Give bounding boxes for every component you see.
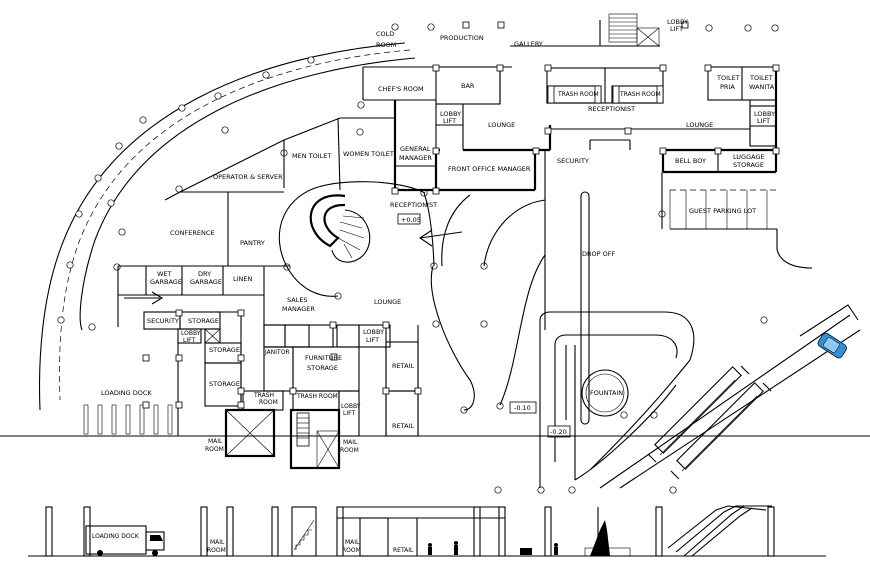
- label-lobby-lift-mid-2: LIFT: [443, 117, 456, 125]
- top-stair: [600, 13, 660, 47]
- label-elev-retail: RETAIL: [393, 547, 414, 554]
- label-lounge-right: LOUNGE: [686, 121, 713, 129]
- label-trash-room-b: TRASH ROOM: [619, 91, 661, 98]
- label-fountain: FOUNTAIN: [590, 389, 623, 397]
- label-dry-garbage-2: GARBAGE: [190, 278, 222, 286]
- label-wet-garbage: WET: [157, 270, 172, 278]
- label-security-left: SECURITY: [147, 317, 179, 325]
- label-luggage-storage-2: STORAGE: [733, 161, 764, 169]
- label-storage-low: STORAGE: [209, 380, 240, 388]
- label-women-toilet: WOMEN TOILET: [343, 150, 394, 158]
- label-mail-room-right-2: ROOM: [340, 447, 359, 454]
- room-labels: COLD ROOM PRODUCTION GALLERY LOBBY LIFT …: [92, 18, 775, 554]
- label-retail-upper: RETAIL: [392, 362, 414, 370]
- label-toilet-pria: TOILET: [716, 74, 740, 82]
- lobby-arc: [124, 181, 546, 411]
- label-chefs-room: CHEF'S ROOM: [378, 85, 424, 93]
- label-receptionist-top: RECEPTIONIST: [588, 105, 635, 113]
- label-storage-mid: STORAGE: [209, 346, 240, 354]
- label-furniture-storage: FURNITURE: [305, 354, 342, 362]
- label-elev-mail-room-a: MAIL: [210, 539, 225, 546]
- toilets-top-right: [707, 66, 777, 147]
- label-lounge-left: LOUNGE: [488, 121, 515, 129]
- center-service-block: [242, 324, 419, 437]
- road-edge: [799, 304, 859, 337]
- label-linen: LINEN: [233, 275, 253, 283]
- label-lobby-lift-right: LOBBY: [754, 110, 775, 118]
- label-toilet-wanita: TOILET: [749, 74, 773, 82]
- label-mail-room-left: MAIL: [208, 438, 223, 445]
- label-lounge-center: LOUNGE: [374, 298, 401, 306]
- label-lobby-lift-top-2: LIFT: [670, 25, 683, 33]
- label-pantry: PANTRY: [240, 239, 265, 247]
- label-janitor: JANITOR: [264, 349, 290, 356]
- label-lobby-lift-low-2: LIFT: [343, 410, 355, 417]
- label-lobby-lift-low: LOBBY: [341, 403, 361, 410]
- escalators: [647, 365, 772, 480]
- label-trash-room-left-2: ROOM: [259, 399, 278, 406]
- label-mail-room-right: MAIL: [343, 439, 358, 446]
- label-sales-manager: SALES: [287, 296, 308, 304]
- label-loading-dock: LOADING DOCK: [101, 389, 152, 397]
- label-lobby-lift-left: LOBBY: [181, 330, 201, 337]
- section-elevation: [0, 435, 870, 557]
- label-men-toilet: MEN TOILET: [292, 152, 331, 160]
- label-lobby-lift-center: LOBBY: [363, 328, 384, 336]
- label-bell-boy: BELL BOY: [675, 157, 706, 165]
- label-receptionist-center: RECEPTIONIST: [390, 201, 437, 209]
- label-operator-server: OPERATOR & SERVER: [213, 173, 283, 181]
- label-wet-garbage-2: GARBAGE: [150, 278, 182, 286]
- label-elev-mail-room-b: MAIL: [345, 539, 360, 546]
- service-wing-top: [362, 13, 660, 150]
- label-level-020: -0.20: [550, 428, 567, 436]
- label-conference: CONFERENCE: [170, 229, 215, 237]
- label-level-010: -0.10: [514, 404, 531, 412]
- label-furniture-storage-2: STORAGE: [307, 364, 338, 372]
- label-lobby-lift-center-2: LIFT: [366, 336, 379, 344]
- label-front-office-manager: FRONT OFFICE MANAGER: [448, 165, 531, 173]
- square-markers: [142, 21, 780, 409]
- label-trash-room-left: TRASH: [253, 392, 274, 399]
- office-wing-left: [117, 117, 395, 327]
- label-sales-manager-2: MANAGER: [282, 305, 315, 313]
- label-cold-room-2: ROOM: [376, 41, 396, 49]
- label-toilet-pria-2: PRIA: [720, 83, 735, 91]
- label-drop-off: DROP OFF: [582, 250, 615, 258]
- label-guest-parking-lot: GUEST PARKING LOT: [689, 207, 756, 215]
- label-dry-garbage: DRY: [198, 270, 211, 278]
- label-luggage-storage: LUGGAGE: [733, 153, 765, 161]
- level-markers: [509, 401, 571, 438]
- label-bar: BAR: [461, 82, 475, 90]
- bottom-lifts: [224, 408, 341, 470]
- label-elev-mail-room-a-2: ROOM: [207, 547, 226, 554]
- label-elev-mail-room-b-2: ROOM: [342, 547, 361, 554]
- fountain: [581, 369, 629, 417]
- label-lobby-lift-right-2: LIFT: [757, 117, 770, 125]
- label-retail-lower: RETAIL: [392, 422, 414, 430]
- label-lobby-lift-mid: LOBBY: [440, 110, 461, 118]
- label-storage-top: STORAGE: [188, 317, 219, 325]
- label-mail-room-left-2: ROOM: [205, 446, 224, 453]
- label-lobby-lift-left-2: LIFT: [183, 337, 195, 344]
- label-production: PRODUCTION: [440, 34, 484, 42]
- label-cold-room: COLD: [376, 30, 394, 38]
- bollards: [83, 404, 173, 435]
- trash-rooms-top: [546, 67, 664, 104]
- car-icon: [817, 332, 847, 359]
- label-trash-room-center: TRASH ROOM: [296, 393, 338, 400]
- label-level-005: +0.05: [401, 216, 421, 224]
- label-gallery: GALLERY: [514, 40, 543, 48]
- label-toilet-wanita-2: WANITA: [749, 83, 775, 91]
- label-security-top: SECURITY: [557, 157, 589, 165]
- label-lobby-lift-top: LOBBY: [667, 18, 688, 26]
- label-general-manager-2: MANAGER: [399, 154, 432, 162]
- label-general-manager: GENERAL: [400, 145, 431, 153]
- label-elev-loading-dock: LOADING DOCK: [92, 533, 140, 540]
- drop-off-drive: [539, 140, 861, 489]
- reception-spiral-desk: [309, 194, 421, 263]
- label-trash-room-a: TRASH ROOM: [557, 91, 599, 98]
- curved-driveway: [38, 42, 416, 411]
